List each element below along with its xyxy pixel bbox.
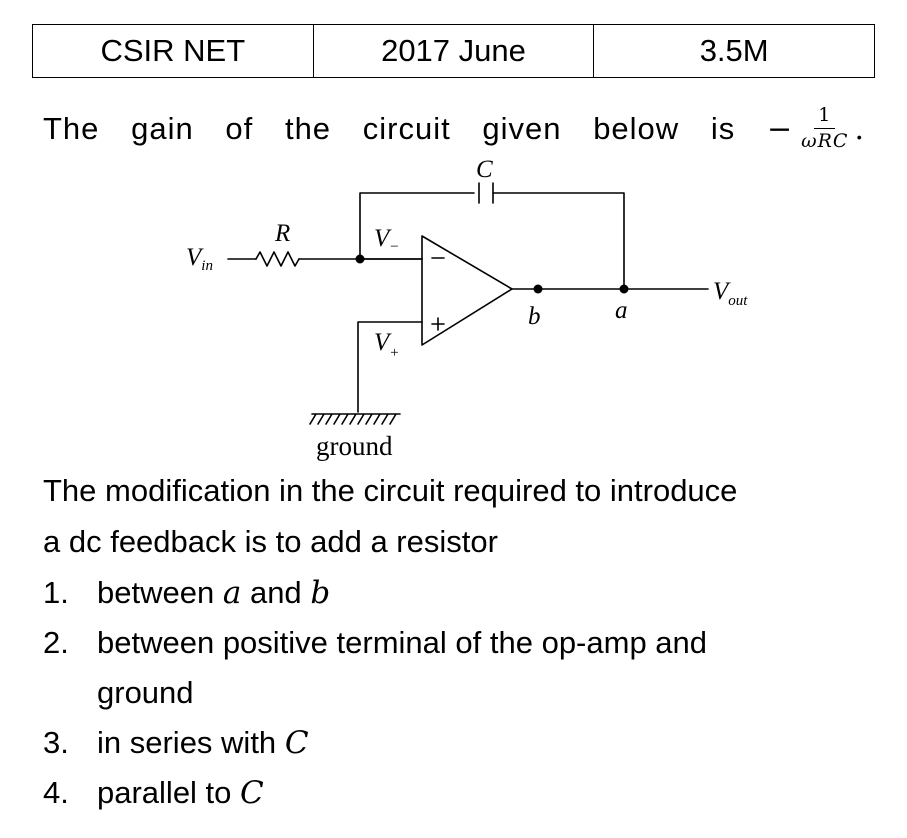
gain-denominator: ωRC xyxy=(801,130,849,152)
vout-label: Vout xyxy=(713,278,748,309)
marks-cell: 3.5M xyxy=(593,24,875,78)
option-text: ground xyxy=(97,675,194,710)
feedback-right-wire xyxy=(492,192,625,290)
node-b-label: b xyxy=(528,303,541,330)
inverting-node-dot xyxy=(355,254,365,264)
gain-fraction: 1 ωRC xyxy=(797,104,852,153)
vplus-label: V+ xyxy=(374,329,399,361)
option-variable: a xyxy=(222,575,242,611)
ground-label: ground xyxy=(316,431,393,461)
node-b-dot xyxy=(533,284,543,294)
integrator-circuit-diagram: Vin R C V− V+ b a Vout ground xyxy=(186,156,748,461)
option-text: between positive terminal of the op-amp … xyxy=(97,625,708,660)
capacitor-c-label: C xyxy=(476,156,493,183)
modification-text-line2: a dc feedback is to add a resistor xyxy=(43,524,498,559)
feedback-left-wire xyxy=(359,192,475,260)
question-word: is xyxy=(710,111,736,146)
answer-option[interactable]: 4. parallel to C xyxy=(43,768,865,818)
option-text: between xyxy=(97,575,215,610)
answer-option[interactable]: 3. in series with C xyxy=(43,718,865,768)
option-variable: C xyxy=(284,725,309,761)
ground-symbol xyxy=(309,413,401,425)
option-text: and xyxy=(249,575,302,610)
answer-option[interactable]: 1. between a and b xyxy=(43,568,865,618)
question-line: The gain of the circuit given below is −… xyxy=(43,104,865,154)
vminus-label: V− xyxy=(374,225,399,255)
capacitor-c-symbol xyxy=(478,182,494,204)
exam-name-cell: CSIR NET xyxy=(32,24,314,78)
option-variable: b xyxy=(310,575,331,611)
modification-text-line1: The modification in the circuit required… xyxy=(43,473,738,508)
node-a-dot xyxy=(619,284,629,294)
vin-label: Vin xyxy=(186,244,213,274)
gain-period: . xyxy=(854,111,865,147)
node-a-label: a xyxy=(615,297,628,324)
resistor-r-label: R xyxy=(274,220,290,247)
exam-session-cell: 2017 June xyxy=(312,24,595,78)
option-number: 2. xyxy=(43,625,69,660)
question-word: the xyxy=(284,111,332,146)
vplus-input-wire xyxy=(357,321,423,413)
option-number: 3. xyxy=(43,725,69,760)
op-amp-plus-mark xyxy=(431,317,445,331)
question-word: of xyxy=(225,111,254,146)
answer-option[interactable]: 2. between positive terminal of the op-a… xyxy=(43,618,865,718)
question-word: below xyxy=(593,111,680,146)
question-word: gain xyxy=(131,111,194,146)
option-number: 1. xyxy=(43,575,69,610)
gain-sign: − xyxy=(766,111,794,147)
question-word: circuit xyxy=(362,111,451,146)
option-text: parallel to xyxy=(97,775,232,810)
option-variable: C xyxy=(240,775,264,811)
gain-numerator: 1 xyxy=(814,104,836,129)
option-number: 4. xyxy=(43,775,69,810)
question-word: given xyxy=(482,111,562,146)
answer-options-list: 1. between a and b 2. between positive t… xyxy=(43,568,865,818)
option-text: in series with xyxy=(97,725,277,760)
op-amp-symbol xyxy=(421,235,513,346)
gain-expression: − 1 ωRC . xyxy=(766,104,865,153)
question-word: The xyxy=(43,111,100,146)
resistor-r-symbol xyxy=(255,251,300,267)
exam-info-table: CSIR NET 2017 June 3.5M xyxy=(32,24,875,78)
